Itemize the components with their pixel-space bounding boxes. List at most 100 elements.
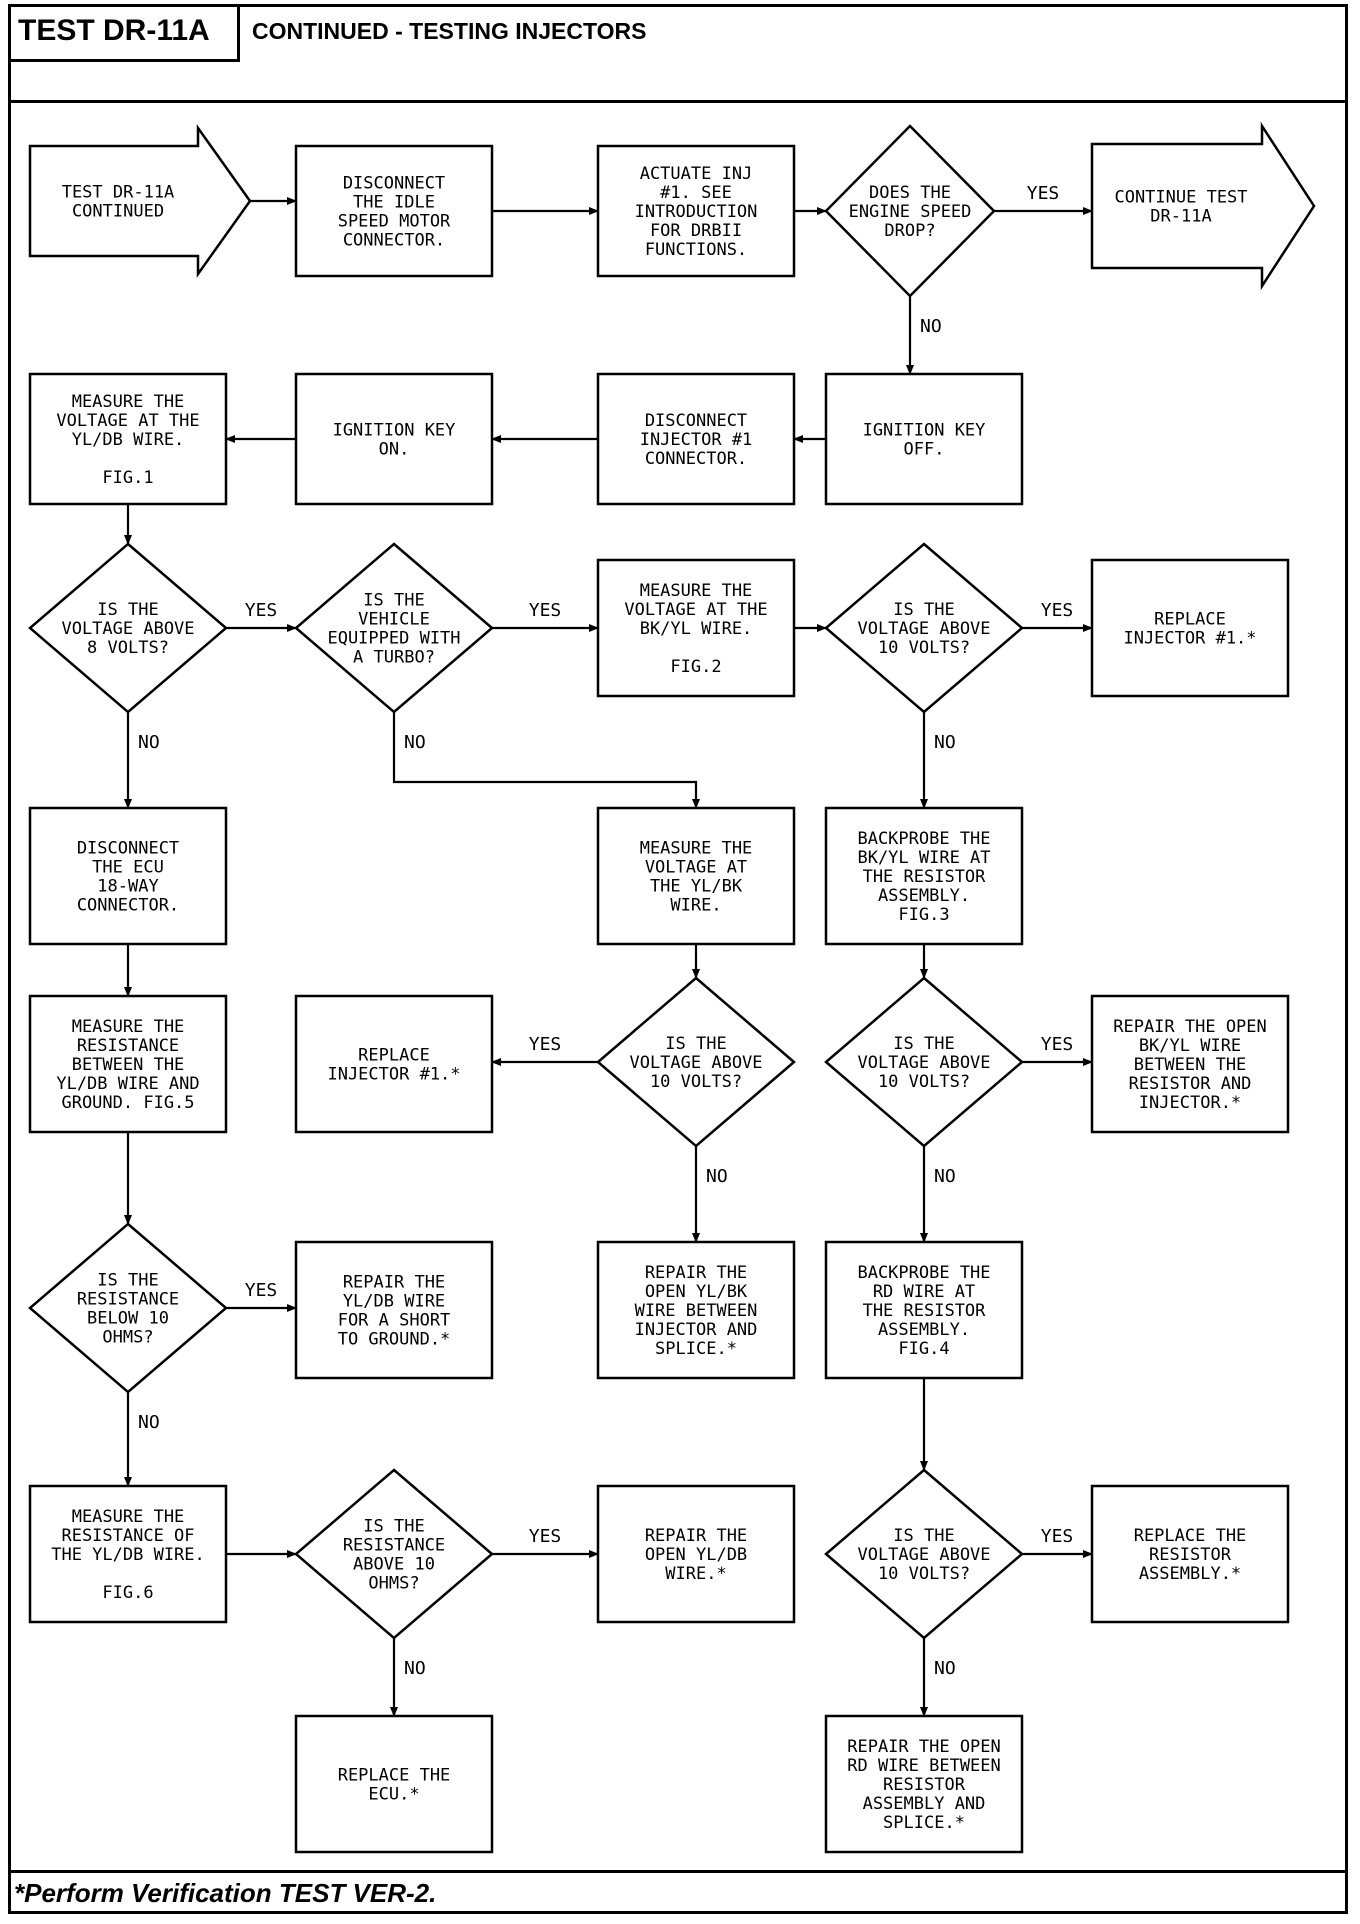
node-shape [1090, 1484, 1290, 1624]
node-text-line: CONNECTOR. [77, 896, 179, 916]
node-text-line: BK/YL WIRE [1139, 1036, 1241, 1056]
node-shape [1090, 121, 1316, 291]
page-title: CONTINUED - TESTING INJECTORS [252, 18, 647, 44]
node-text-line: 10 VOLTS? [878, 1564, 970, 1584]
node-shape [294, 542, 494, 714]
edge-label: YES [1041, 1034, 1074, 1055]
node-text-line: THE ECU [92, 858, 164, 878]
node-text-line: BK/YL WIRE AT [857, 848, 990, 868]
node-text-line: VOLTAGE ABOVE [857, 1053, 990, 1073]
edge-turbo-to-meas-ylbk [392, 712, 700, 809]
node-text-line: REPAIR THE [645, 1263, 747, 1283]
node-shape [1090, 558, 1290, 698]
node-shape [294, 1468, 494, 1640]
node-text-line: RESISTANCE OF [61, 1526, 194, 1546]
edge-label: YES [245, 1280, 278, 1301]
node-text-line: 10 VOLTS? [878, 1072, 970, 1092]
node-text-line: VEHICLE [358, 610, 430, 630]
node-text-line: INJECTOR #1.* [1123, 629, 1256, 649]
node-text-line: ABOVE 10 [353, 1555, 435, 1575]
node-text-line: VOLTAGE AT THE [624, 600, 767, 620]
node-text-line: IS THE [893, 1526, 954, 1546]
node-shape [824, 1468, 1024, 1640]
node-text-line: RD WIRE AT [873, 1282, 975, 1302]
node-text-line: DR-11A [1150, 207, 1211, 227]
node-text-line: DISCONNECT [343, 174, 445, 194]
node-text-line: RESISTOR [883, 1775, 966, 1795]
node-shape [824, 1240, 1024, 1380]
node-text-line: DOES THE [869, 183, 951, 203]
node-text-line: CONNECTOR. [343, 231, 445, 251]
node-text-line: GROUND. FIG.5 [61, 1093, 194, 1113]
node-text-line: VOLTAGE ABOVE [629, 1053, 762, 1073]
node-text-line: IS THE [665, 1034, 726, 1054]
node-text-line: THE YL/BK [650, 877, 743, 897]
footer-divider [8, 1870, 1348, 1873]
node-text-line: YL/DB WIRE [343, 1292, 445, 1312]
node-text-line: ASSEMBLY.* [1139, 1564, 1241, 1584]
node-shape [28, 372, 228, 506]
node-text-line: IS THE [893, 600, 954, 620]
node-shape [824, 372, 1024, 506]
node-text-line: VOLTAGE ABOVE [857, 619, 990, 639]
node-text-line: ON. [379, 440, 410, 460]
node-text-line: 10 VOLTS? [878, 638, 970, 658]
edge-label: YES [529, 1526, 562, 1547]
node-text-line: REPAIR THE OPEN [1113, 1017, 1267, 1037]
node-text-line: ACTUATE INJ [640, 164, 753, 184]
edge-label: NO [934, 1166, 956, 1187]
node-text-line: OHMS? [368, 1574, 419, 1594]
node-text-line: YL/DB WIRE AND [56, 1074, 199, 1094]
node-shape [596, 558, 796, 698]
node-text-line: FIG.3 [898, 905, 949, 925]
node-shape [824, 124, 996, 298]
node-text-line: INTRODUCTION [635, 202, 758, 222]
node-text-line: DISCONNECT [645, 411, 747, 431]
node-text-line: BETWEEN THE [1134, 1055, 1247, 1075]
node-text-line: MEASURE THE [72, 392, 185, 412]
node-text-line: IGNITION KEY [333, 421, 456, 441]
edge-label: YES [1041, 1526, 1074, 1547]
node-text-line: VOLTAGE AT THE [56, 411, 199, 431]
test-id-label: TEST DR-11A [8, 4, 240, 62]
node-text-line: REPAIR THE [343, 1273, 445, 1293]
node-shape [824, 542, 1024, 714]
node-text-line: WIRE.* [665, 1564, 726, 1584]
node-text-line: FIG.4 [898, 1339, 949, 1359]
node-text-line: IS THE [363, 591, 424, 611]
node-shape [294, 1240, 494, 1380]
node-text-line: REPLACE [1154, 610, 1226, 630]
edge-label: NO [404, 1658, 426, 1679]
node-text-line: BACKPROBE THE [857, 1263, 990, 1283]
node-text-line: MEASURE THE [640, 581, 753, 601]
node-shape [596, 976, 796, 1148]
edge-label: YES [245, 600, 278, 621]
node-shape [28, 1484, 228, 1624]
node-text-line: IS THE [97, 600, 158, 620]
node-text-line: THE IDLE [353, 193, 435, 213]
node-shape [596, 1484, 796, 1624]
node-text-line: FOR A SHORT [338, 1311, 451, 1331]
node-text-line: CONNECTOR. [645, 449, 747, 469]
node-text-line: #1. SEE [660, 183, 732, 203]
node-text-line: REPAIR THE OPEN [847, 1737, 1001, 1757]
